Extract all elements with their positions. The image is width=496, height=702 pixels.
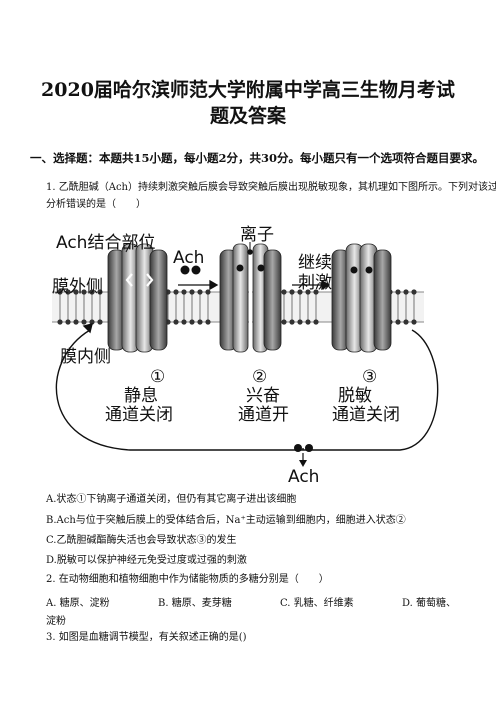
label-ach-bottom: Ach <box>288 467 319 487</box>
transition-arrows <box>178 279 331 291</box>
label-state-1-number: ① <box>150 367 165 387</box>
recovery-loop <box>55 323 439 451</box>
question-2-stem: 2. 在动物细胞和植物细胞中作为储能物质的多糖分别是（ ） <box>46 574 329 585</box>
ach-released <box>294 444 313 467</box>
document-title-line2: 题及答案 <box>209 105 286 127</box>
label-state-2-desc: 通道开 <box>238 405 289 425</box>
channel-open <box>219 243 282 353</box>
question-1-option-a: A.状态①下钠离子通道关闭，但仍有其它离子进出该细胞 <box>46 494 297 505</box>
question-1-option-c: C.乙酰胆碱酯酶失活也会导致状态③的发生 <box>46 535 237 546</box>
label-membrane-outside: 膜外侧 <box>52 277 103 297</box>
label-state-1-name: 静息 <box>124 386 158 406</box>
label-stimulus: 刺激 <box>298 273 332 293</box>
question-2-option-d: D. 葡萄糖、 <box>402 598 457 609</box>
channel-resting <box>107 243 168 353</box>
ach-molecules-top <box>180 265 201 275</box>
question-2-option-b: B. 糖原、麦芽糖 <box>158 598 232 609</box>
question-2-option-d-cont: 淀粉 <box>46 616 66 627</box>
label-membrane-inside: 膜内侧 <box>60 347 111 367</box>
label-state-3-desc: 通道关闭 <box>332 405 400 425</box>
label-state-3-number: ③ <box>362 367 377 387</box>
label-ach-binding-site: Ach结合部位 <box>56 233 155 253</box>
question-2-option-a: A. 糖原、淀粉 <box>46 598 110 609</box>
document-title-line1: 2020届哈尔滨师范大学附属中学高三生物月考试 <box>41 79 455 101</box>
label-pointers <box>125 239 251 254</box>
label-state-2-number: ② <box>252 367 267 387</box>
label-state-3-name: 脱敏 <box>338 386 372 406</box>
label-ach: Ach <box>173 248 204 268</box>
question-1-option-d: D.脱敏可以保护神经元免受过度或过强的刺激 <box>46 555 247 566</box>
label-continue: 继续 <box>298 253 332 273</box>
ion-particle <box>247 249 253 255</box>
question-1-option-b: B.Ach与位于突触后膜上的受体结合后，Na⁺主动运输到细胞内，细胞进入状态② <box>46 515 406 526</box>
question-1-stem-cont: 分析错误的是（ ） <box>46 199 146 210</box>
question-2-option-c: C. 乳糖、纤维素 <box>280 598 354 609</box>
question-1-stem: 1. 乙酰胆碱（Ach）持续刺激突触后膜会导致突触后膜出现脱敏现象，其机理如下图… <box>46 182 496 193</box>
label-state-2-name: 兴奋 <box>246 386 280 406</box>
cell-membrane <box>52 289 424 325</box>
question-3-stem: 3. 如图是血糖调节模型，有关叙述正确的是() <box>46 632 247 643</box>
channel-desensitized <box>331 243 392 353</box>
label-state-1-desc: 通道关闭 <box>105 405 173 425</box>
section-heading: 一、选择题：本题共15小题，每小题2分，共30分。每小题只有一个选项符合题目要求… <box>30 151 485 165</box>
label-ion: 离子 <box>240 225 274 245</box>
